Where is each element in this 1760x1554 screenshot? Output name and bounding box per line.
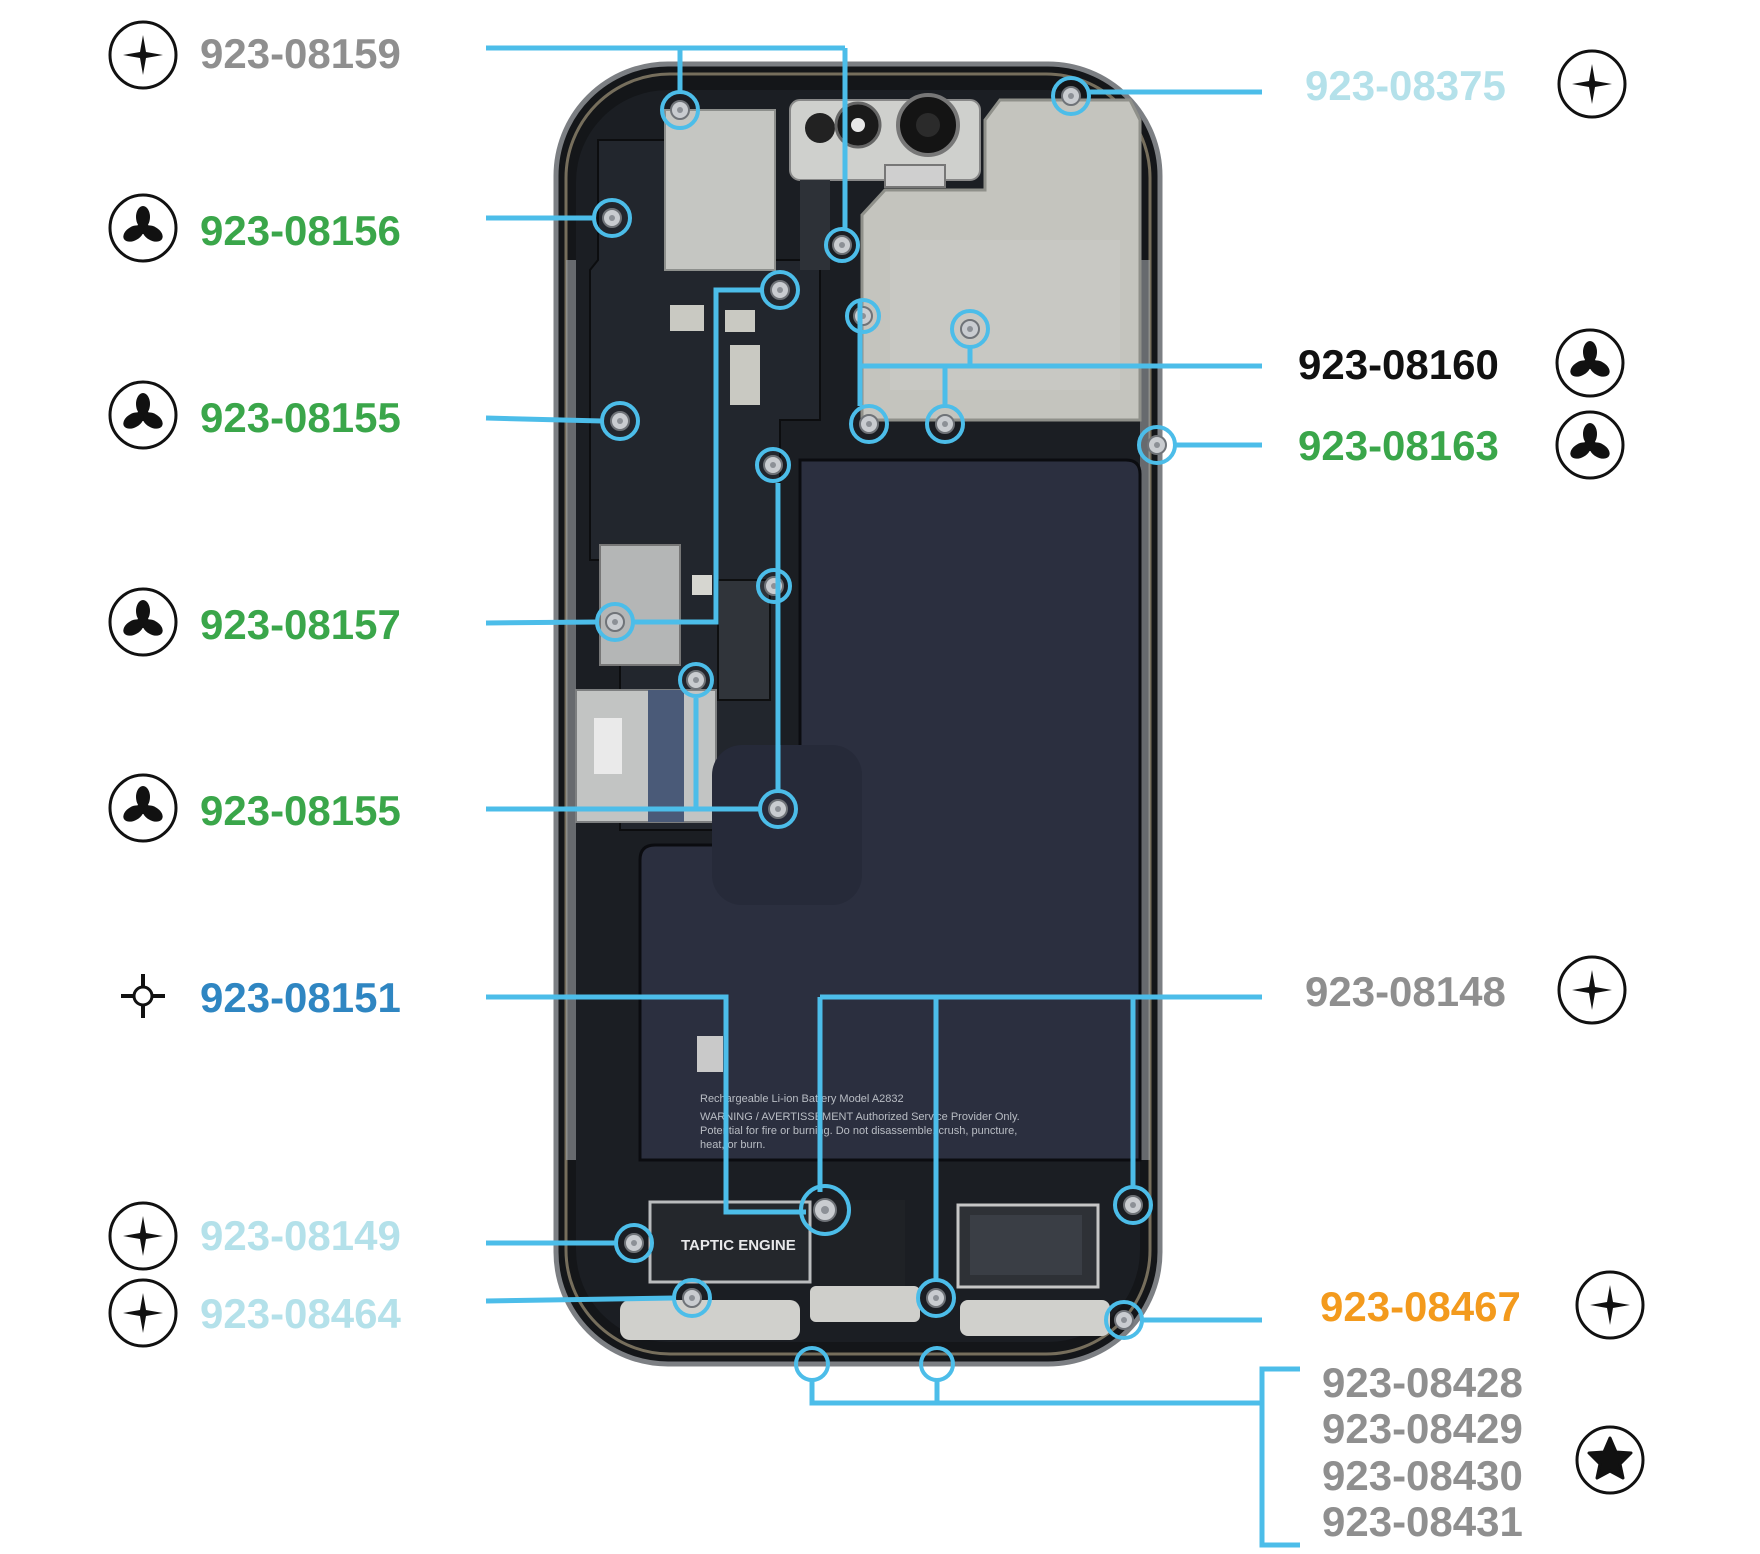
tri-point-icon (1555, 328, 1625, 398)
screw (610, 411, 630, 431)
tri-point-icon (108, 587, 178, 657)
standoff-icon (121, 974, 165, 1018)
phillips-icon (1557, 955, 1627, 1025)
part-label-08430: 923-08430 (1322, 1452, 1523, 1499)
phillips-icon (108, 20, 178, 90)
screw (1123, 1195, 1143, 1215)
screw (1061, 86, 1081, 106)
screw (853, 306, 873, 326)
part-label-08467: 923-08467 (1320, 1283, 1521, 1330)
charge-port (810, 1286, 920, 1322)
part-label-08156: 923-08156 (200, 207, 401, 254)
pentalobe-icon (1575, 1425, 1645, 1495)
screw (770, 280, 790, 300)
screw (832, 235, 852, 255)
part-label-08163: 923-08163 (1298, 422, 1499, 469)
logic-board (575, 109, 821, 831)
rf-shield-top-left (664, 109, 776, 271)
part-label-08157: 923-08157 (200, 601, 401, 648)
screw (682, 1288, 702, 1308)
tri-point-icon (1555, 410, 1625, 480)
tri-point-icon (108, 193, 178, 263)
battery-label-line-2: WARNING / AVERTISSEMENT Authorized Servi… (700, 1111, 1020, 1123)
battery-label-line-4: heat, or burn. (700, 1139, 765, 1151)
screw (670, 100, 690, 120)
phillips-icon (108, 1278, 178, 1348)
part-label-08429: 923-08429 (1322, 1405, 1523, 1452)
screw (859, 414, 879, 434)
screw (1147, 435, 1167, 455)
screw (813, 1198, 837, 1222)
screw (605, 612, 625, 632)
bottom-bracket-left (620, 1300, 800, 1340)
part-label-08155-b: 923-08155 (200, 787, 401, 834)
tri-point-icon (108, 773, 178, 843)
battery: Rechargeable Li-ion Battery Model A2832 … (638, 458, 1142, 1162)
phillips-icon (1557, 49, 1627, 119)
part-label-08428: 923-08428 (1322, 1359, 1523, 1406)
camera-module (789, 93, 981, 270)
screw (935, 414, 955, 434)
screw (602, 208, 622, 228)
screw (1114, 1310, 1134, 1330)
part-label-08155-a: 923-08155 (200, 394, 401, 441)
part-label-08375: 923-08375 (1305, 62, 1506, 109)
phillips-icon (108, 1201, 178, 1271)
screw (960, 319, 980, 339)
part-label-08148: 923-08148 (1305, 968, 1506, 1015)
part-label-08149: 923-08149 (200, 1212, 401, 1259)
part-labels: 923-08159 923-08156 923-08155 923-08157 … (200, 30, 1523, 1545)
screw (926, 1288, 946, 1308)
tri-point-icon (108, 380, 178, 450)
leader-lines (485, 45, 1300, 1548)
part-label-08151: 923-08151 (200, 974, 401, 1021)
screw-heads (602, 86, 1167, 1330)
part-label-08160: 923-08160 (1298, 341, 1499, 388)
screw-type-icons (108, 20, 1645, 1495)
taptic-engine (648, 1200, 812, 1284)
part-label-08464: 923-08464 (200, 1290, 401, 1337)
screw (763, 455, 783, 475)
bottom-assembly: TAPTIC ENGINE (620, 1200, 1110, 1340)
battery-label-line-1: Rechargeable Li-ion Battery Model A2832 (700, 1093, 904, 1105)
screw (624, 1233, 644, 1253)
part-label-08159: 923-08159 (200, 30, 401, 77)
taptic-engine-label: TAPTIC ENGINE (681, 1237, 796, 1254)
screw (768, 799, 788, 819)
battery-label-line-3: Potential for fire or burning. Do not di… (700, 1125, 1017, 1137)
screw (686, 670, 706, 690)
phillips-icon (1575, 1270, 1645, 1340)
part-label-08431: 923-08431 (1322, 1498, 1523, 1545)
bottom-bracket-right (960, 1300, 1110, 1336)
